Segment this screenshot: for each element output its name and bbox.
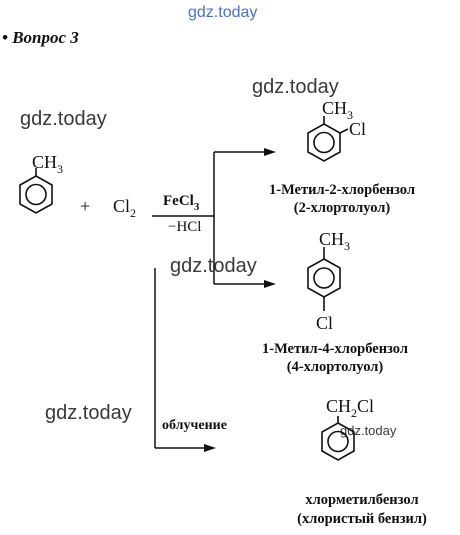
product-1-alt-name: (2-хлортолуол) [293, 200, 391, 216]
reactant-methyl-group: CH3 [32, 152, 64, 176]
watermark-top: gdz.today [188, 4, 258, 21]
plus-sign: + [80, 196, 91, 216]
watermark: gdz.today [252, 76, 339, 98]
product-2-methyl-group: CH3 [319, 229, 351, 253]
product-2-alt-name: (4-хлортолуол) [286, 359, 384, 375]
watermark: gdz.today [20, 108, 107, 130]
watermark: gdz.today [45, 402, 132, 424]
product-3-chloromethyl-group: CH2Cl [326, 396, 375, 420]
product-1-methyl-group: CH3 [322, 98, 354, 122]
question-title: • Вопрос 3 [2, 28, 79, 47]
product-1-chlorine: Cl [349, 119, 367, 139]
product-3-name: хлорметилбензол [305, 492, 419, 508]
product-1-name: 1-Метил-2-хлорбензол [268, 182, 415, 198]
byproduct-label: −HCl [168, 219, 202, 235]
product-2-name: 1-Метил-4-хлорбензол [261, 341, 408, 357]
product-3-alt-name: (хлористый бензил) [297, 511, 427, 527]
chlorine-reagent: Cl2 [113, 196, 137, 220]
product-2-chlorine: Cl [316, 313, 334, 333]
catalyst-label: FeCl3 [163, 193, 200, 213]
irradiation-label: облучение [162, 418, 227, 433]
